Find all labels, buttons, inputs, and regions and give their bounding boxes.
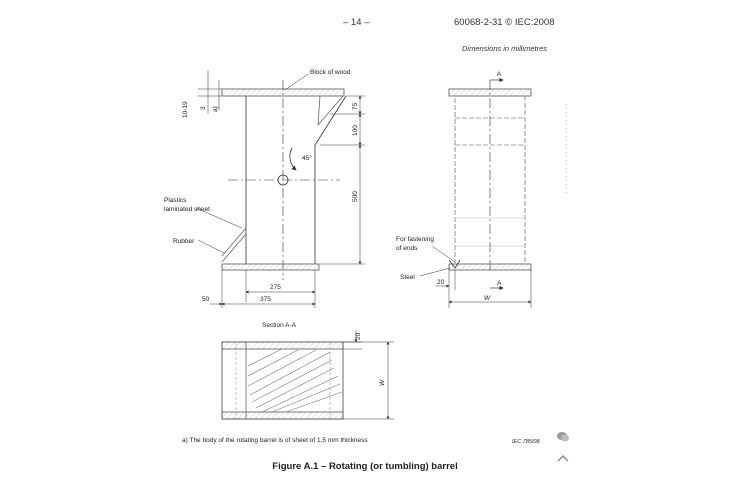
dim-3: 3 bbox=[200, 106, 207, 110]
barrel-bevel bbox=[317, 95, 344, 127]
section-mark-top: A bbox=[497, 71, 502, 78]
bottom-wood-block bbox=[221, 263, 320, 271]
leader-steel bbox=[419, 267, 451, 277]
laminate-hatching bbox=[247, 348, 343, 413]
leader-fastening bbox=[431, 245, 456, 263]
dim-20-section: 20 bbox=[355, 332, 362, 340]
dim-20-right: 20 bbox=[437, 279, 445, 286]
label-rubber: Rubber bbox=[173, 238, 195, 245]
label-plastics-1: Plastics bbox=[164, 197, 187, 204]
standard-reference: 60068-2-31 © IEC:2008 bbox=[454, 17, 555, 28]
dim-w-section: W bbox=[379, 379, 386, 386]
leader-rubber bbox=[197, 239, 225, 254]
figure-caption: Figure A.1 – Rotating (or tumbling) barr… bbox=[272, 461, 458, 472]
dim-375: 375 bbox=[260, 296, 271, 303]
dim-a: a) bbox=[212, 106, 219, 112]
section-view bbox=[221, 330, 394, 420]
chevron-up-icon bbox=[557, 455, 569, 462]
leader-plastics bbox=[195, 207, 243, 229]
label-plastics-2: laminated sheet bbox=[164, 206, 210, 213]
label-fastening-2: of ends bbox=[396, 245, 418, 252]
iec-reference: IEC 785/08 bbox=[512, 439, 540, 445]
dim-275: 275 bbox=[270, 284, 281, 291]
comment-button[interactable] bbox=[554, 428, 572, 446]
label-steel: Steel bbox=[400, 274, 415, 281]
label-section-aa: Section A-A bbox=[262, 322, 297, 329]
scroll-to-top-button[interactable] bbox=[554, 449, 572, 467]
left-view bbox=[195, 70, 365, 308]
dim-10-19: 10-19 bbox=[182, 101, 189, 118]
dim-100: 100 bbox=[352, 125, 359, 136]
axis-circle bbox=[277, 174, 289, 186]
comment-bubble-icon bbox=[557, 432, 569, 442]
page-number: – 14 – bbox=[343, 17, 370, 28]
dim-75: 75 bbox=[352, 102, 359, 110]
dimensions-note: Dimensions in millimetres bbox=[462, 44, 548, 53]
label-fastening-1: For fastening bbox=[396, 236, 434, 243]
dim-w-right: W bbox=[484, 295, 491, 302]
right-view bbox=[419, 77, 532, 308]
leader-wood bbox=[284, 73, 309, 91]
section-mark-bottom: A bbox=[497, 280, 502, 287]
dim-500: 500 bbox=[352, 191, 359, 202]
drawing-labels: Block of wood Plastics laminated sheet R… bbox=[164, 69, 540, 445]
label-angle: 45° bbox=[302, 154, 312, 162]
angle-arc bbox=[289, 147, 297, 171]
dim-50: 50 bbox=[202, 296, 210, 303]
label-block-of-wood: Block of wood bbox=[310, 69, 351, 76]
page-header: – 14 – 60068-2-31 © IEC:2008 bbox=[0, 0, 730, 30]
footnote: a) The body of the rotating barrel is of… bbox=[182, 437, 368, 444]
barrel-right-edge bbox=[314, 95, 347, 264]
lamination-edge bbox=[221, 227, 247, 263]
